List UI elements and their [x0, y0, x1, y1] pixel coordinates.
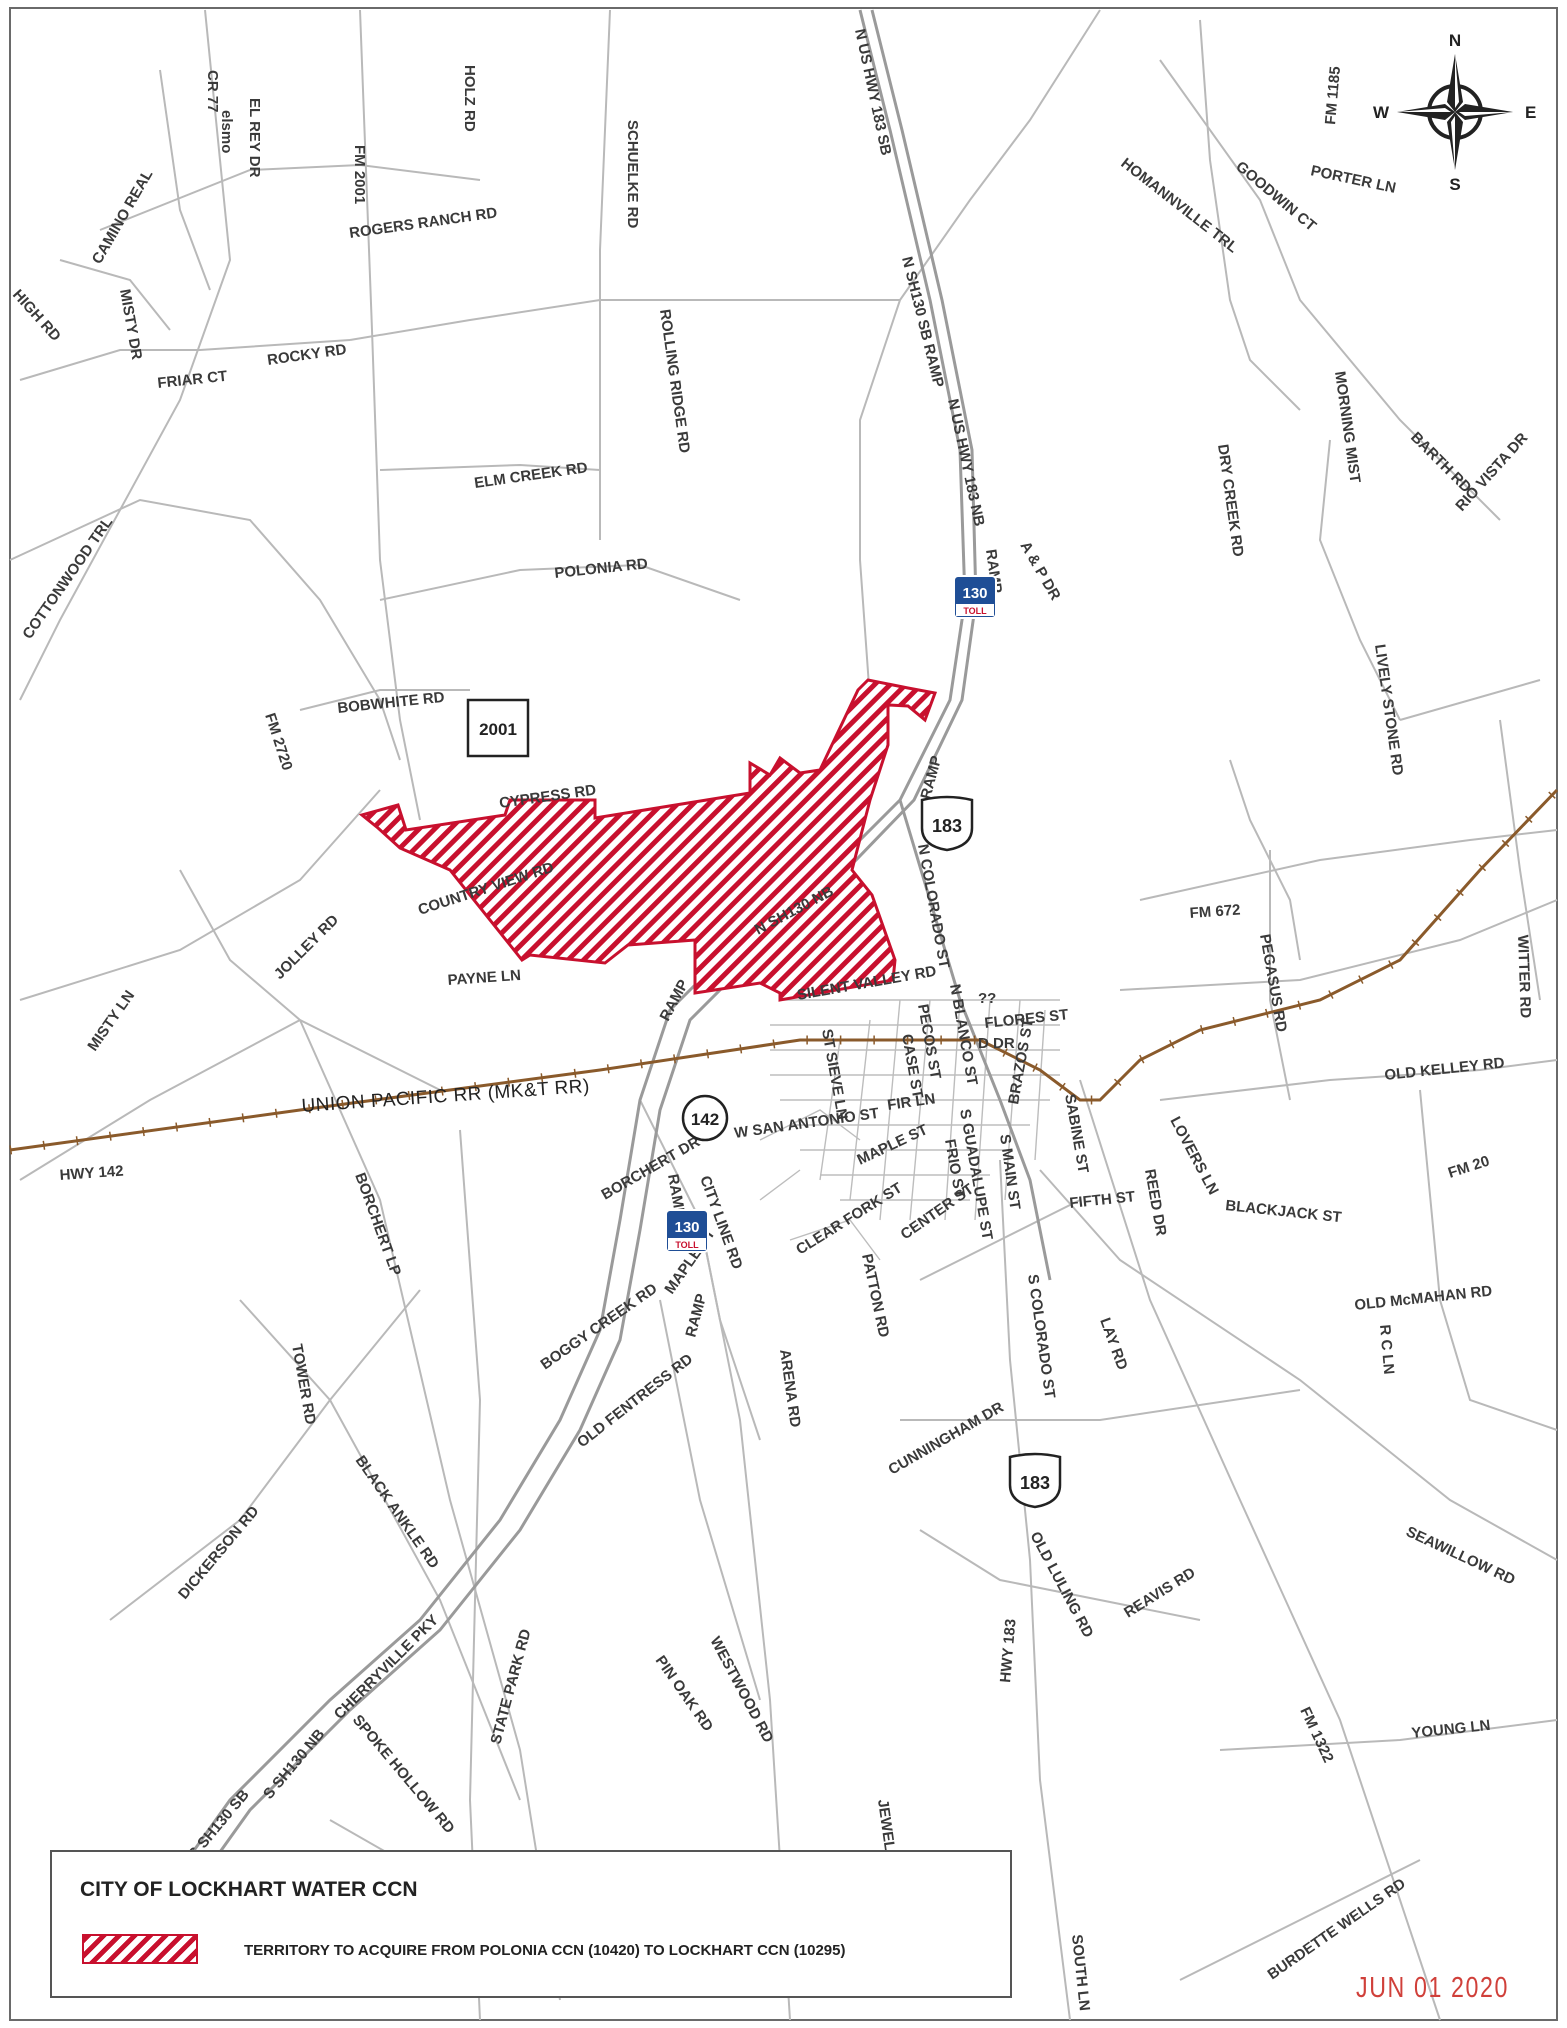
- svg-text:130: 130: [962, 585, 987, 602]
- svg-text:TOLL: TOLL: [963, 606, 987, 616]
- us183-shield-top: 183: [920, 795, 974, 852]
- road-network: [9, 9, 1558, 2021]
- label-fm672: FM 672: [1189, 901, 1241, 922]
- us183-shield-bottom: 183: [1008, 1452, 1062, 1509]
- downtown-grid: [759, 999, 1060, 1261]
- svg-text:142: 142: [691, 1110, 719, 1129]
- fm2001-shield: 2001: [466, 698, 530, 758]
- toll130-shield-top: 130 TOLL: [953, 575, 997, 619]
- svg-text:2001: 2001: [479, 720, 517, 739]
- svg-text:183: 183: [932, 816, 962, 836]
- label-schuelke: SCHUELKE RD: [624, 120, 641, 229]
- compass-s: S: [1449, 175, 1460, 194]
- label-fm2001: FM 2001: [351, 145, 368, 204]
- label-elrey: EL REY DR: [246, 98, 263, 178]
- label-qq: ??: [978, 990, 996, 1007]
- compass-rose: N S E W: [1373, 31, 1536, 194]
- compass-n: N: [1449, 31, 1461, 50]
- label-elsmo: elsmo: [218, 110, 235, 153]
- label-firln: FIR LN: [886, 1090, 936, 1114]
- label-holz: HOLZ RD: [461, 65, 478, 132]
- svg-text:183: 183: [1020, 1473, 1050, 1493]
- label-rc: R C LN: [1376, 1324, 1397, 1375]
- label-cr77: CR 77: [204, 70, 221, 113]
- label-fifth: FIFTH ST: [1069, 1188, 1136, 1212]
- compass-e: E: [1525, 103, 1536, 122]
- label-payne: PAYNE LN: [447, 967, 521, 989]
- label-witter: WITTER RD: [1514, 935, 1534, 1019]
- railroad: [9, 786, 1561, 1155]
- date-stamp: JUN 01 2020: [1356, 1972, 1510, 2004]
- map-frame: [9, 7, 1558, 2021]
- svg-text:130: 130: [674, 1219, 699, 1236]
- label-hwy142: HWY 142: [59, 1163, 124, 1184]
- compass-w: W: [1373, 103, 1390, 122]
- acquisition-territory: [358, 678, 938, 1002]
- label-ddr: D DR: [978, 1035, 1015, 1052]
- legend-item-label: TERRITORY TO ACQUIRE FROM POLONIA CCN (1…: [244, 1942, 846, 1959]
- territory-swatch: [82, 1934, 198, 1964]
- label-hwy183s: HWY 183: [997, 1618, 1020, 1683]
- highways: [178, 9, 1052, 1881]
- label-fm1185: FM 1185: [1322, 66, 1344, 126]
- sh142-shield: 142: [681, 1094, 729, 1142]
- legend-title: CITY OF LOCKHART WATER CCN: [80, 1878, 418, 1901]
- map-legend: CITY OF LOCKHART WATER CCN TERRITORY TO …: [50, 1850, 1012, 1998]
- toll130-shield-bottom: 130 TOLL: [665, 1209, 709, 1253]
- svg-text:TOLL: TOLL: [675, 1240, 699, 1250]
